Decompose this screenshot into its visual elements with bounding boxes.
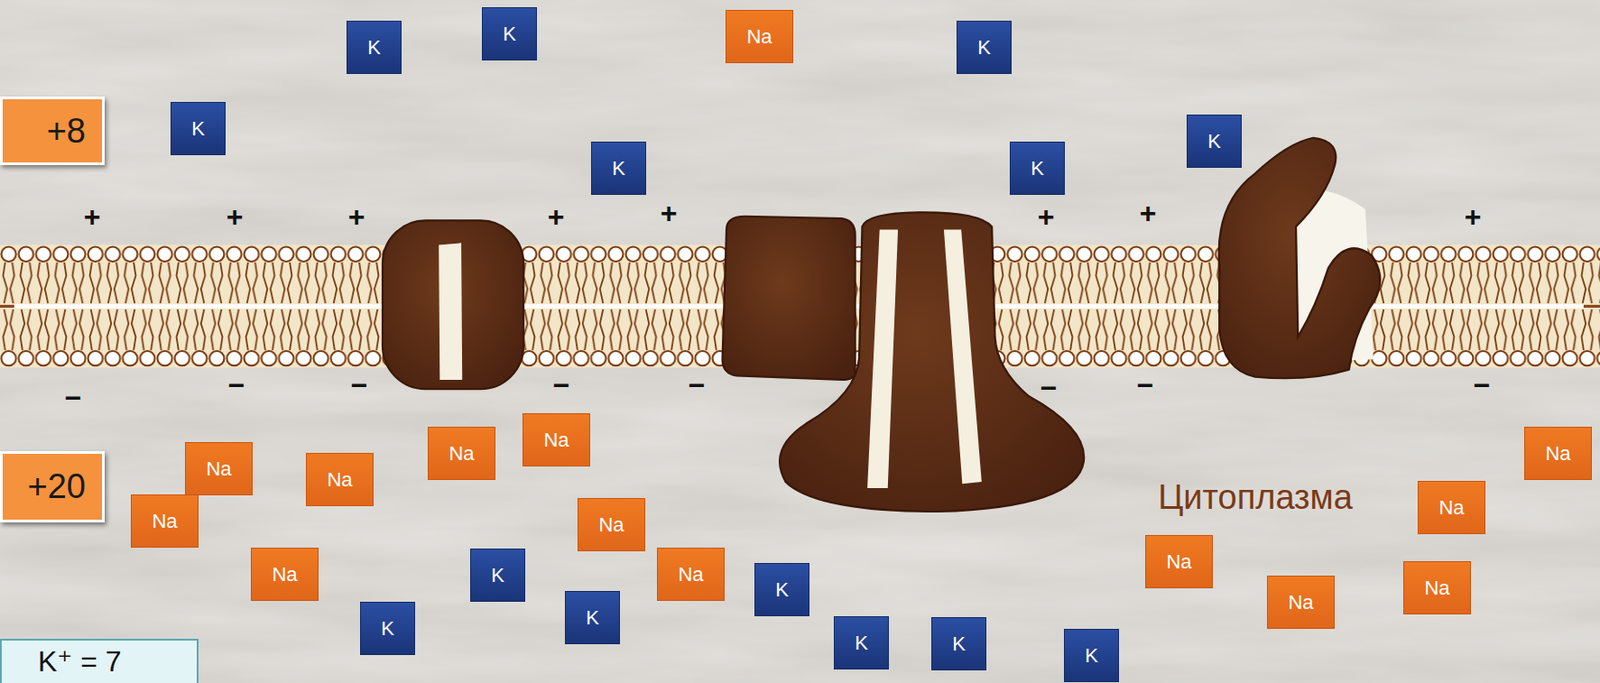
ion-symbol: K: [977, 36, 991, 60]
ion-symbol: K: [585, 606, 600, 630]
sodium-potassium-pump: [779, 212, 1084, 512]
ion-symbol: K: [490, 564, 505, 588]
ion-symbol: Na: [1165, 550, 1192, 574]
sodium-ion: Na: [656, 547, 725, 602]
sodium-ion: Na: [250, 547, 319, 602]
ion-count-box: K⁺ = 7: [0, 638, 199, 683]
potassium-ion: K: [170, 101, 226, 156]
region-label: Цитоплазма: [1157, 478, 1353, 518]
charge-value: +20: [27, 467, 86, 507]
charge-sign: +: [1037, 200, 1055, 234]
potassium-ion: K: [833, 616, 889, 670]
potassium-ion: K: [1063, 628, 1120, 683]
potassium-ion: K: [1186, 114, 1242, 168]
ion-symbol: Na: [271, 563, 297, 587]
sodium-ion: Na: [725, 9, 794, 64]
charge-sign: +: [547, 200, 565, 234]
sodium-ion: Na: [130, 494, 199, 548]
sodium-ion: Na: [1145, 535, 1213, 589]
potassium-ion: K: [481, 7, 537, 61]
ion-symbol: K: [367, 36, 381, 60]
charge-value: +8: [46, 111, 86, 151]
potassium-ion: K: [1009, 141, 1065, 195]
ion-symbol: Na: [1424, 576, 1450, 601]
potassium-ion: K: [956, 20, 1012, 74]
ion-symbol: Na: [1438, 496, 1464, 520]
ion-symbol: Na: [1544, 442, 1571, 466]
potassium-ion: K: [754, 563, 810, 617]
potassium-ion: K: [470, 548, 526, 602]
potassium-ion: K: [931, 617, 987, 671]
ion-symbol: Na: [326, 468, 352, 492]
charge-sign: −: [553, 369, 571, 403]
ion-symbol: Na: [1287, 591, 1314, 615]
membrane-edge: [0, 305, 15, 308]
sodium-ion: Na: [1417, 480, 1486, 535]
pump-channel: [943, 230, 982, 485]
ion-symbol: Na: [677, 563, 703, 587]
charge-sign: +: [226, 200, 244, 234]
ion-symbol: Na: [448, 442, 474, 466]
charge-sign: −: [64, 381, 83, 416]
pump-channel: [867, 230, 898, 489]
pump-subunit: [722, 216, 856, 380]
charge-sign: −: [688, 369, 706, 403]
sodium-ion: Na: [427, 426, 496, 481]
sodium-ion: Na: [305, 453, 374, 507]
ion-symbol: K: [854, 631, 869, 656]
charge-sign: +: [1464, 200, 1482, 234]
sodium-ion: Na: [522, 413, 591, 467]
potassium-ion: K: [346, 20, 402, 74]
charge-value-box: +20: [0, 451, 105, 523]
ion-symbol: K: [1207, 129, 1221, 154]
channel-pore: [438, 242, 463, 380]
ion-count: K⁺ = 7: [37, 644, 122, 679]
ion-symbol: Na: [598, 513, 624, 537]
potassium-ion: K: [564, 591, 620, 645]
ion-symbol: Na: [151, 509, 177, 534]
ion-symbol: K: [1030, 157, 1045, 181]
membrane-edge: [1583, 305, 1600, 308]
charge-sign: −: [1473, 369, 1491, 403]
charge-sign: −: [351, 369, 369, 403]
ion-symbol: K: [952, 632, 966, 657]
charge-sign: +: [83, 200, 102, 234]
ion-symbol: Na: [543, 428, 569, 453]
ion-symbol: K: [502, 22, 517, 47]
ion-symbol: Na: [205, 457, 232, 481]
charge-sign: +: [660, 196, 678, 231]
ion-symbol: K: [611, 157, 626, 181]
sodium-ion: Na: [184, 442, 253, 496]
sodium-ion: Na: [1267, 575, 1335, 629]
potassium-ion: K: [591, 141, 647, 195]
ion-symbol: K: [775, 578, 789, 602]
charge-value-box: +8: [0, 96, 105, 166]
sodium-ion: Na: [1403, 561, 1471, 615]
potassium-ion: K: [360, 601, 416, 656]
ion-symbol: K: [1084, 644, 1099, 668]
charge-sign: +: [1139, 196, 1157, 231]
ion-symbol: K: [191, 117, 205, 141]
charge-sign: −: [1137, 369, 1155, 403]
sodium-ion: Na: [577, 498, 646, 552]
ion-symbol: K: [380, 617, 395, 641]
charge-sign: −: [228, 369, 246, 403]
ion-channel: [382, 220, 524, 389]
gated-channel-protein: [1219, 138, 1381, 379]
charge-sign: −: [1040, 371, 1058, 406]
charge-sign: +: [348, 200, 366, 234]
sodium-ion: Na: [1524, 426, 1592, 481]
ion-symbol: Na: [746, 25, 772, 49]
